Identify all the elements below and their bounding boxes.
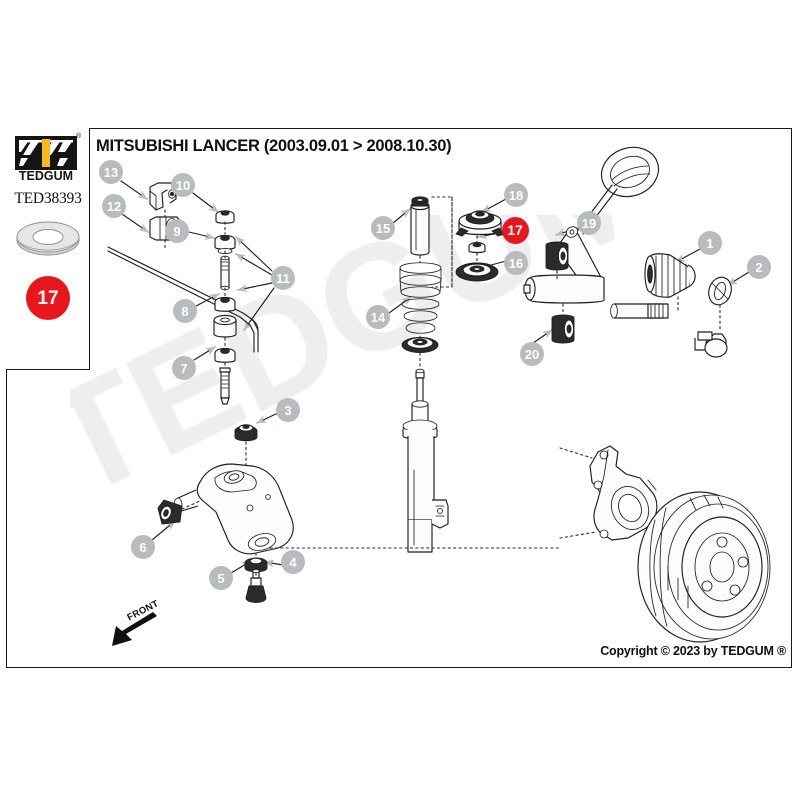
callout-16-strut-mount-bearing: 16: [504, 251, 528, 275]
callout-8-stabilizer-link-bushing: 8: [173, 299, 197, 323]
callout-11-stabilizer-link-washer-set: 11: [271, 266, 295, 290]
callout-9-stabilizer-link-upper-bushing: 9: [165, 219, 189, 243]
tedgum-logo: TEDGUM: [15, 136, 77, 182]
callout-14-spring-seat: 14: [366, 305, 390, 329]
callout-2-tie-rod-end: 2: [747, 255, 771, 279]
page-title: MITSUBISHI LANCER (2003.09.01 > 2008.10.…: [96, 137, 452, 155]
callout-17-strut-mount-washer: 17: [501, 216, 529, 244]
callout-13-stabilizer-bar-bracket: 13: [99, 160, 123, 184]
part-number: TED38393: [14, 190, 82, 207]
callout-1-steering-rack-bellows-boot: 1: [698, 231, 722, 255]
callout-5-ball-joint-boot: 5: [209, 566, 233, 590]
featured-part-image: [16, 221, 80, 256]
callout-20-steering-rack-mount-bushing: 20: [520, 342, 544, 366]
logo-wordmark: TEDGUM: [19, 169, 73, 182]
callout-10-stabilizer-link-top-bushing: 10: [171, 173, 195, 197]
callout-15-bump-stop: 15: [371, 216, 395, 240]
copyright-notice: Copyright © 2023 by TEDGUM ®: [600, 644, 786, 658]
featured-part-badge: 17: [26, 276, 70, 320]
brand-identity-panel: TEDGUM ® TED38393 17: [6, 128, 90, 370]
callout-12-stabilizer-bar-bushing: 12: [102, 194, 126, 218]
callout-3-control-arm-front-bushing: 3: [276, 398, 300, 422]
callout-19-steering-column-joint: 19: [577, 211, 601, 235]
callout-7-stabilizer-link-lower-bushing: 7: [172, 356, 196, 380]
callout-4-lower-ball-joint: 4: [281, 550, 305, 574]
registered-trademark-icon: ®: [76, 133, 82, 140]
callout-6-control-arm-rear-bushing: 6: [131, 535, 155, 559]
callout-18-strut-top-mount: 18: [504, 183, 528, 207]
